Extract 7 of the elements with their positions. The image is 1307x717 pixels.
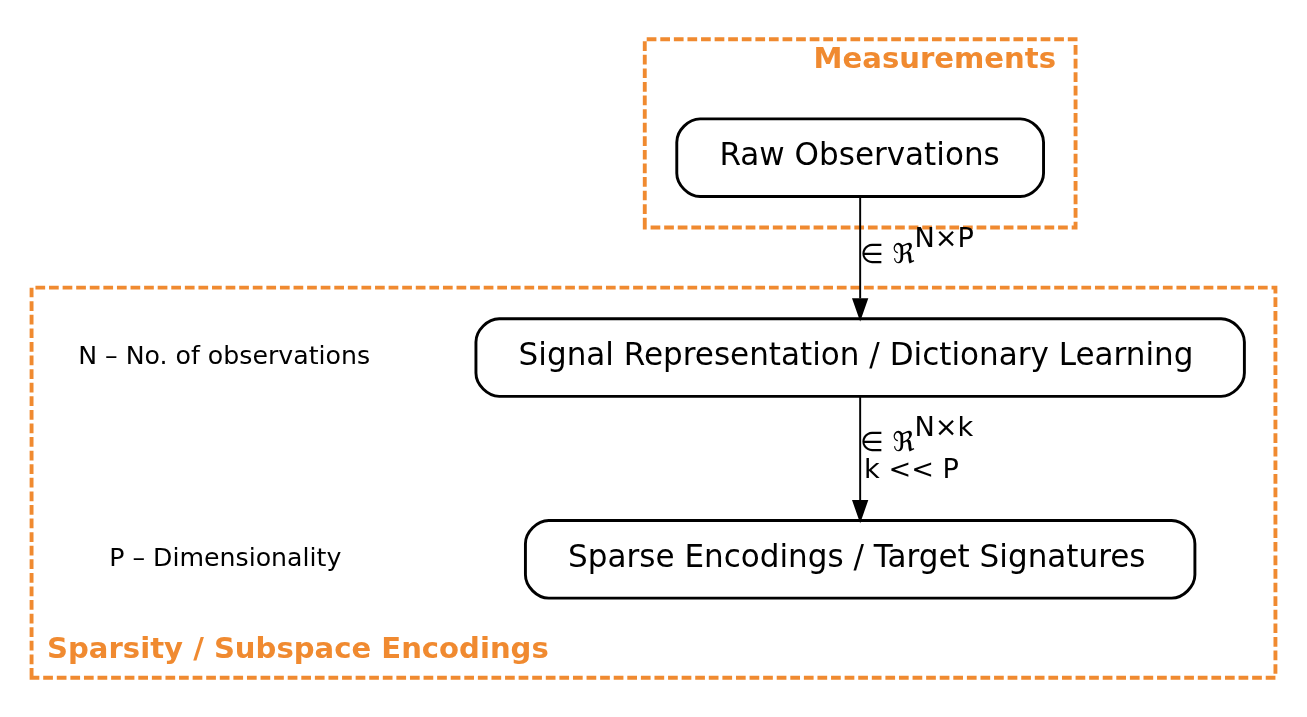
node-box: Signal Representation / Dictionary Learning [474,317,1246,398]
node-box: Sparse Encodings / Target Signatures [523,519,1197,600]
label: N – No. of observations [78,341,371,371]
label: P – Dimensionality [109,542,342,572]
arrow [852,395,869,524]
arrow [852,196,869,322]
node-box: Raw Observations [675,117,1045,198]
